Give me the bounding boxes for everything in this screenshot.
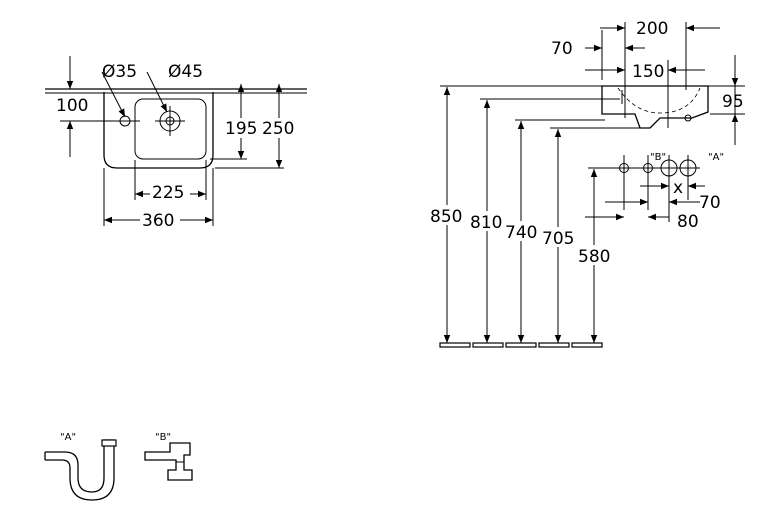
dim-95-label: 95 <box>722 92 744 112</box>
overflow-circle <box>684 114 692 122</box>
dim-580-label: 580 <box>578 247 610 267</box>
trap-b-icon <box>144 442 193 481</box>
dim-150-label: 150 <box>632 62 664 82</box>
trap-a-label: "A" <box>60 432 76 443</box>
dia-45-label: Ø45 <box>168 62 203 82</box>
label-bg-740 <box>503 221 541 241</box>
trap-a-cap <box>101 439 117 447</box>
plan-view: Ø35 Ø45 100 195 250 225 360 <box>45 56 307 231</box>
floor <box>439 342 603 348</box>
label-a-side: "A" <box>708 152 724 163</box>
dim-70-right-label: 70 <box>699 193 721 213</box>
dim-100-label: 100 <box>56 96 88 116</box>
trap-b-label: "B" <box>155 432 171 443</box>
side-view: 200 70 150 95 850 810 740 705 580 <box>428 19 745 348</box>
label-bg-705 <box>540 227 578 247</box>
trap-a-icon <box>45 439 115 501</box>
dim-360-label: 360 <box>142 211 174 231</box>
dia-35-label: Ø35 <box>102 62 137 82</box>
leader-d35 <box>101 71 126 118</box>
drain-b-small <box>619 163 629 173</box>
dim-810-label: 810 <box>470 213 502 233</box>
dim-70-top-label: 70 <box>551 39 573 59</box>
label-b-side: "B" <box>650 152 666 163</box>
dim-195-label: 195 <box>225 119 257 139</box>
drain-a-large <box>679 159 697 177</box>
dim-360-bg <box>140 209 180 227</box>
basin-outline <box>103 92 214 169</box>
traps: "A" "B" <box>44 432 193 501</box>
basin-bowl <box>134 98 207 160</box>
dim-225-bg <box>150 182 190 200</box>
label-bg-810 <box>468 211 506 231</box>
dim-80-label: 80 <box>677 212 699 232</box>
dim-200-label: 200 <box>636 19 668 39</box>
dim-label-bg <box>223 118 299 138</box>
drain-b-large <box>643 163 653 173</box>
leader-d45 <box>146 71 168 113</box>
dim-705-label: 705 <box>542 229 574 249</box>
label-bg-850 <box>428 205 466 225</box>
dim-740-label: 740 <box>505 223 537 243</box>
label-bg-580 <box>576 245 614 265</box>
dim-225-label: 225 <box>152 183 184 203</box>
dim-250-label: 250 <box>262 119 294 139</box>
basin-side-profile <box>601 85 709 129</box>
dim-x-label: x <box>673 178 683 198</box>
dim-850-label: 850 <box>430 207 462 227</box>
drain-a-small <box>660 159 678 177</box>
basin-hidden-bowl <box>617 87 701 114</box>
